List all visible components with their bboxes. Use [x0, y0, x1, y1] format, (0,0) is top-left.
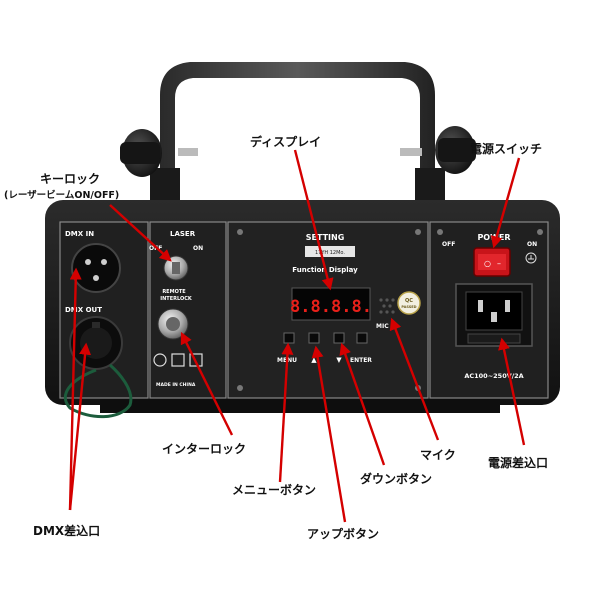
arrow-menu-button [278, 342, 294, 483]
green-cable [63, 363, 133, 419]
dmx-in-label: DMX IN [65, 230, 94, 238]
svg-text:○: ○ [484, 259, 491, 268]
panel-screws [237, 229, 543, 391]
arrow-dmx-out [68, 342, 92, 511]
laser-label: LASER [170, 230, 196, 238]
laser-on-label: ON [193, 245, 203, 252]
power-on-label: ON [527, 241, 537, 248]
made-in-label: MADE IN CHINA [156, 382, 196, 388]
dmx-out-connector [69, 316, 123, 370]
up-arrow-icon: ▲ [311, 356, 317, 364]
display-readout: 8.8.8.8. [290, 297, 372, 317]
callout-power-switch: 電源スイッチ [470, 142, 543, 156]
power-off-label: OFF [442, 241, 455, 248]
power-label: POWER [477, 233, 510, 242]
power-inlet [455, 283, 533, 347]
arrow-display [293, 149, 334, 291]
callout-interlock: インターロック [162, 442, 247, 456]
remote-label: REMOTE [162, 289, 186, 295]
arrow-dmx-in [68, 267, 82, 511]
qc-seal [397, 291, 421, 315]
laser-off-label: OFF [149, 245, 162, 252]
interlock-connector [157, 308, 189, 340]
enter-button[interactable] [356, 332, 368, 344]
callout-arrows [68, 149, 526, 523]
callout-display: ディスプレイ [250, 135, 322, 149]
qc-passed-label: PASSED [401, 305, 416, 309]
svg-text:–: – [497, 259, 501, 268]
up-button[interactable] [308, 332, 320, 344]
arrow-interlock [180, 331, 234, 436]
certification-icons [153, 353, 203, 367]
power-switch[interactable]: ○ – [473, 247, 511, 277]
control-buttons [283, 332, 368, 344]
ac-rating-label: AC100~250V/2A [464, 372, 523, 380]
qc-label: QC [405, 298, 413, 304]
menu-button[interactable] [283, 332, 295, 344]
arrow-mic [389, 317, 440, 441]
enter-label: ENTER [350, 357, 372, 364]
mounting-bracket [150, 62, 445, 205]
callout-dmx-inlet: DMX差込口 [33, 524, 101, 538]
right-knob [400, 126, 476, 174]
sticker-label: 17YH 12Mo. [315, 250, 345, 256]
callout-key-lock: キーロック [40, 172, 101, 186]
down-button[interactable] [333, 332, 345, 344]
callout-mic: マイク [420, 448, 456, 462]
arrow-power-switch [490, 157, 521, 249]
down-arrow-icon: ▼ [336, 356, 342, 364]
led-display [291, 287, 371, 321]
callout-key-lock-sub: (レーザービームON/OFF) [4, 190, 120, 201]
interlock-label: INTERLOCK [160, 296, 193, 302]
callout-menu-button: メニューボタン [232, 483, 317, 497]
callout-power-inlet: 電源差込口 [488, 456, 549, 470]
mic-label: MIC [376, 323, 389, 330]
callout-down-button: ダウンボタン [360, 472, 433, 486]
date-sticker [305, 246, 355, 257]
left-knob [120, 129, 198, 177]
dmx-in-connector [71, 243, 121, 293]
dmx-out-label: DMX OUT [65, 306, 102, 314]
key-lock [163, 255, 189, 281]
arrow-power-inlet [498, 337, 526, 446]
callout-up-button: アップボタン [307, 527, 380, 541]
arrow-down-button [339, 342, 386, 466]
arrow-up-button [311, 345, 347, 523]
ground-symbol-icon [525, 252, 537, 264]
mic-grille [379, 298, 395, 314]
setting-label: SETTING [306, 233, 345, 242]
arrow-key-lock [109, 204, 172, 262]
